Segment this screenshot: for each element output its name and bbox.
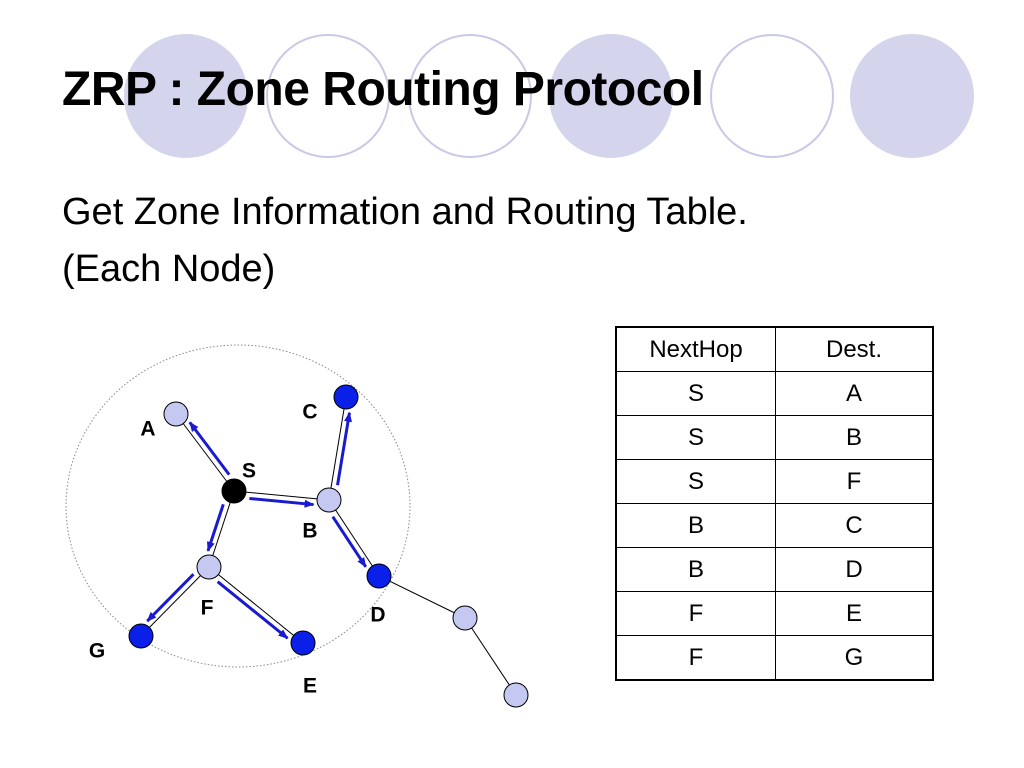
arrow-S-B [249,496,315,508]
cell-nexthop: S [615,459,776,504]
arrow-F-G [146,573,195,623]
table-header-row: NextHop Dest. [615,326,934,372]
cell-dest: F [775,459,934,504]
header-dest: Dest. [775,326,934,372]
labels-layer: S A B C D E F G [89,401,386,698]
nodes-layer [128,384,529,708]
arrow-S-A [188,421,231,476]
node-S [221,478,247,504]
node-label-F: F [201,597,214,620]
subtitle-line-2: (Each Node) [62,248,276,290]
node-label-E: E [303,675,317,698]
node-n1 [452,605,478,631]
node-D [366,563,392,589]
cell-dest: B [775,415,934,460]
node-n2 [503,682,529,708]
edge-F-E [208,566,304,644]
node-label-A: A [140,418,155,441]
slide-subtitle: Get Zone Information and Routing Table. … [62,184,748,298]
deco-circle [850,34,974,158]
cell-nexthop: F [615,635,776,681]
edge-S-A [175,413,235,492]
edge-F-G [140,566,210,637]
header-nexthop: NextHop [615,326,776,372]
cell-nexthop: S [615,415,776,460]
cell-dest: E [775,591,934,636]
subtitle-line-1: Get Zone Information and Routing Table. [62,191,748,233]
edge-B-C [328,396,347,501]
deco-circle [408,34,532,158]
deco-circle [266,34,390,158]
edge-D-n1 [378,575,466,619]
cell-dest: A [775,371,934,416]
edge-S-F [208,490,235,568]
edge-S-B [233,490,330,501]
node-G [128,623,154,649]
deco-circle [710,34,834,158]
decorative-circles [124,34,974,158]
network-diagram: S A B C D E F G [65,344,529,708]
arrow-B-C [336,411,352,486]
arrow-F-E [216,580,289,640]
cell-nexthop: S [615,371,776,416]
node-C [333,384,359,410]
arrow-S-F [206,503,225,552]
cell-dest: C [775,503,934,548]
edges-layer [140,396,517,696]
routing-zone-boundary [65,344,411,668]
node-E [290,630,316,656]
edge-n1-n2 [464,617,517,696]
node-label-B: B [302,520,317,543]
cell-nexthop: B [615,547,776,592]
cell-dest: D [775,547,934,592]
arrow-B-D [331,515,367,568]
node-label-S: S [242,460,256,483]
edge-B-D [328,499,380,577]
cell-dest: G [775,635,934,681]
node-label-G: G [89,640,105,663]
node-label-D: D [370,604,385,627]
deco-circle [124,34,248,158]
node-B [316,487,342,513]
node-A [163,401,189,427]
arrows-layer [146,411,367,640]
cell-nexthop: F [615,591,776,636]
cell-nexthop: B [615,503,776,548]
node-label-C: C [302,401,317,424]
slide-title: ZRP : Zone Routing Protocol [62,63,704,116]
node-F [196,554,222,580]
deco-circle [549,34,673,158]
